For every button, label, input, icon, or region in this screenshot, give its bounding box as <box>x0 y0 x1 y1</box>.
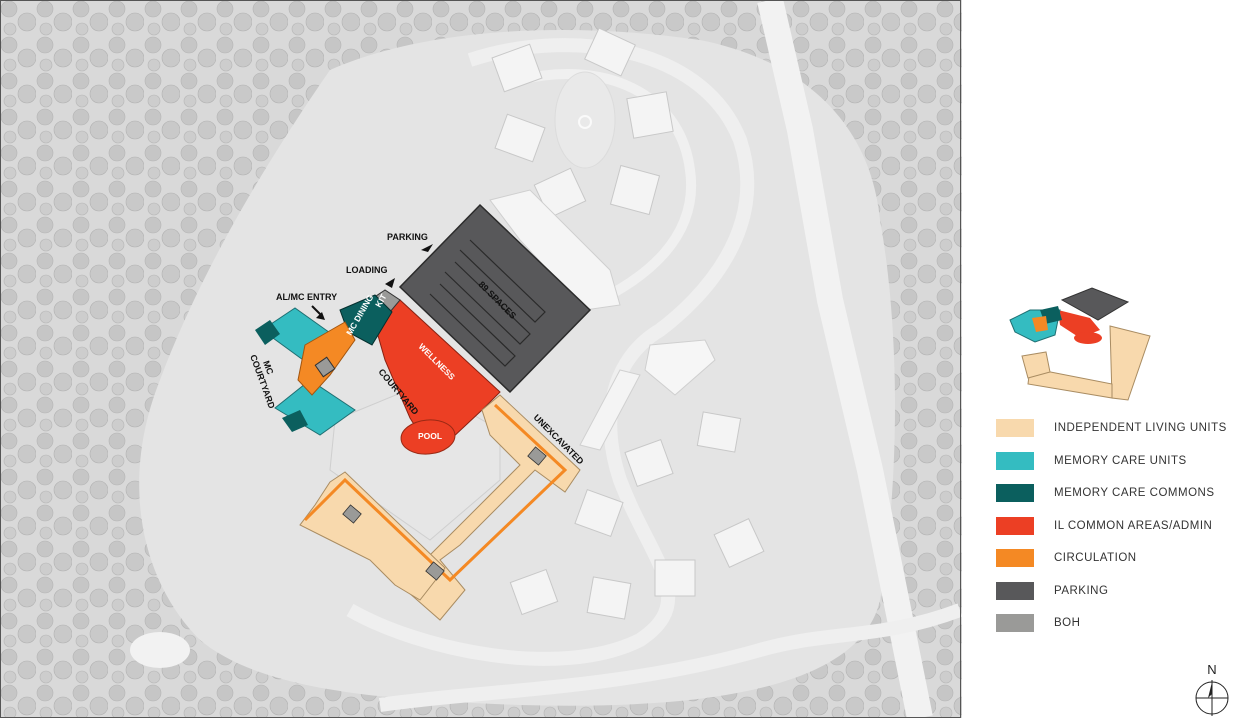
mini-circulation <box>1032 316 1048 332</box>
legend-swatch <box>996 614 1034 633</box>
axonometric-thumbnail <box>1009 287 1151 401</box>
legend-swatch <box>996 451 1034 470</box>
label-parking: PARKING <box>387 232 428 242</box>
il-circulation <box>303 403 568 583</box>
mini-pool <box>1074 332 1102 344</box>
legend-swatch <box>996 549 1034 568</box>
legend-item: MEMORY CARE COMMONS <box>996 477 1236 510</box>
cottages <box>491 27 765 620</box>
north-arrow-icon: N <box>1195 662 1229 716</box>
mini-il-west <box>1021 351 1051 379</box>
parking-garage <box>398 203 592 394</box>
label-pool: POOL <box>418 431 442 441</box>
legend-label: PARKING <box>1054 584 1109 597</box>
legend-item: IL COMMON AREAS/ADMIN <box>996 510 1236 543</box>
existing-building-east <box>644 339 716 396</box>
legend-label: MEMORY CARE COMMONS <box>1054 487 1215 500</box>
mini-parking <box>1060 287 1130 321</box>
label-al-mc-entry: AL/MC ENTRY <box>276 292 337 302</box>
legend-item: CIRCULATION <box>996 542 1236 575</box>
main-road <box>757 0 933 718</box>
legend: INDEPENDENT LIVING UNITS MEMORY CARE UNI… <box>996 412 1236 640</box>
parking-stripes <box>429 239 546 367</box>
lower-road <box>378 603 962 712</box>
label-mc-courtyard-1: MC <box>261 359 275 376</box>
pond <box>130 632 190 668</box>
mini-il-south <box>1027 367 1113 399</box>
existing-clubhouse <box>489 189 621 311</box>
legend-label: IL COMMON AREAS/ADMIN <box>1054 519 1213 532</box>
legend-item: INDEPENDENT LIVING UNITS <box>996 412 1236 445</box>
mc-boh <box>314 356 336 378</box>
pool <box>400 419 456 455</box>
il-boh-blocks <box>342 446 547 581</box>
legend-item: BOH <box>996 607 1236 640</box>
parking-arrow-icon <box>421 244 433 252</box>
entry-arrow-icon <box>311 305 325 320</box>
north-label: N <box>1207 662 1216 677</box>
mc-commons-tip <box>255 320 280 345</box>
mini-wellness <box>1058 310 1100 338</box>
site-plan-map: PARKING LOADING AL/MC ENTRY 89 SPACES KI… <box>0 0 962 718</box>
legend-swatch <box>996 516 1034 535</box>
legend-swatch <box>996 419 1034 438</box>
roundabout-marker <box>578 115 592 129</box>
mini-il-east <box>1109 325 1151 401</box>
legend-label: MEMORY CARE UNITS <box>1054 454 1187 467</box>
legend-swatch <box>996 581 1034 600</box>
legend-label: INDEPENDENT LIVING UNITS <box>1054 422 1227 435</box>
label-loading: LOADING <box>346 265 388 275</box>
map-frame <box>0 0 961 718</box>
loading-arrow-icon <box>385 278 395 288</box>
legend-item: MEMORY CARE UNITS <box>996 445 1236 478</box>
legend-label: BOH <box>1054 617 1081 630</box>
legend-item: PARKING <box>996 575 1236 608</box>
legend-swatch <box>996 484 1034 503</box>
independent-living-west <box>299 471 446 601</box>
mc-commons-tip-south <box>282 410 308 432</box>
connector-walk <box>579 369 641 451</box>
center-green <box>554 71 616 169</box>
legend-label: CIRCULATION <box>1054 552 1137 565</box>
